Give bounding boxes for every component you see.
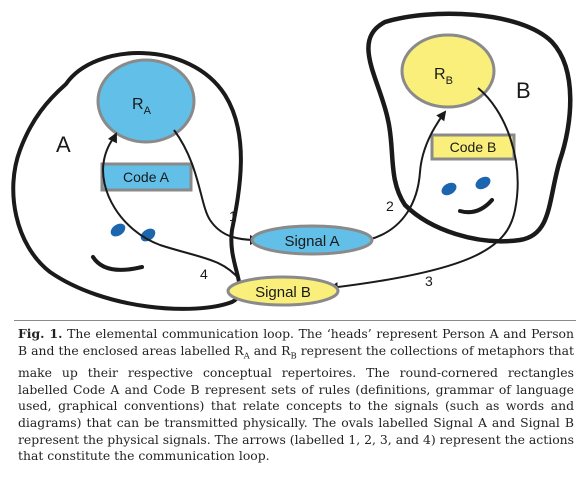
arrow-2 (367, 110, 447, 241)
arrow-1-label: 1 (229, 208, 237, 224)
caption-subscript-b: B (290, 351, 297, 362)
caption-divider (14, 320, 576, 321)
eye-icon (110, 223, 126, 237)
caption-subscript-a: A (243, 351, 250, 362)
arrow-3 (328, 87, 519, 293)
arrow-3-label: 3 (425, 273, 433, 289)
caption-text: represent the collections of metaphors t… (18, 342, 574, 464)
mouth-icon (458, 198, 494, 215)
eye-icon (475, 176, 491, 190)
signal-b-oval (226, 275, 340, 307)
repertoire-b-region (400, 33, 496, 109)
repertoire-a-label: RA (132, 96, 152, 117)
figure-caption: Fig. 1. The elemental communication loop… (18, 326, 574, 465)
head-a-label: A (56, 132, 71, 157)
signal-a-oval (250, 224, 374, 256)
arrow-4 (102, 132, 241, 281)
arrow-2-label: 2 (386, 198, 394, 214)
signal-a-label: Signal A (284, 233, 339, 250)
repertoire-b-label: RB (434, 66, 453, 87)
repertoire-a-region (96, 58, 196, 144)
arrow-4-label: 4 (200, 266, 208, 282)
code-b-box (430, 133, 516, 161)
arrow-1 (173, 129, 260, 245)
eye-icon (441, 182, 457, 196)
head-b-label: B (516, 78, 531, 103)
code-b-label: Code B (450, 139, 497, 155)
caption-text: and R (249, 342, 291, 358)
code-a-label: Code A (123, 169, 170, 185)
figure-label: Fig. 1. (18, 326, 63, 341)
caption-text: The elemental communication loop. The ‘h… (18, 326, 574, 358)
communication-loop-diagram: A B RA RB Code A Code B Signal A Signal … (11, 11, 573, 311)
mouth-icon (91, 255, 144, 272)
code-a-box (100, 162, 193, 192)
signal-b-label: Signal B (255, 284, 311, 301)
